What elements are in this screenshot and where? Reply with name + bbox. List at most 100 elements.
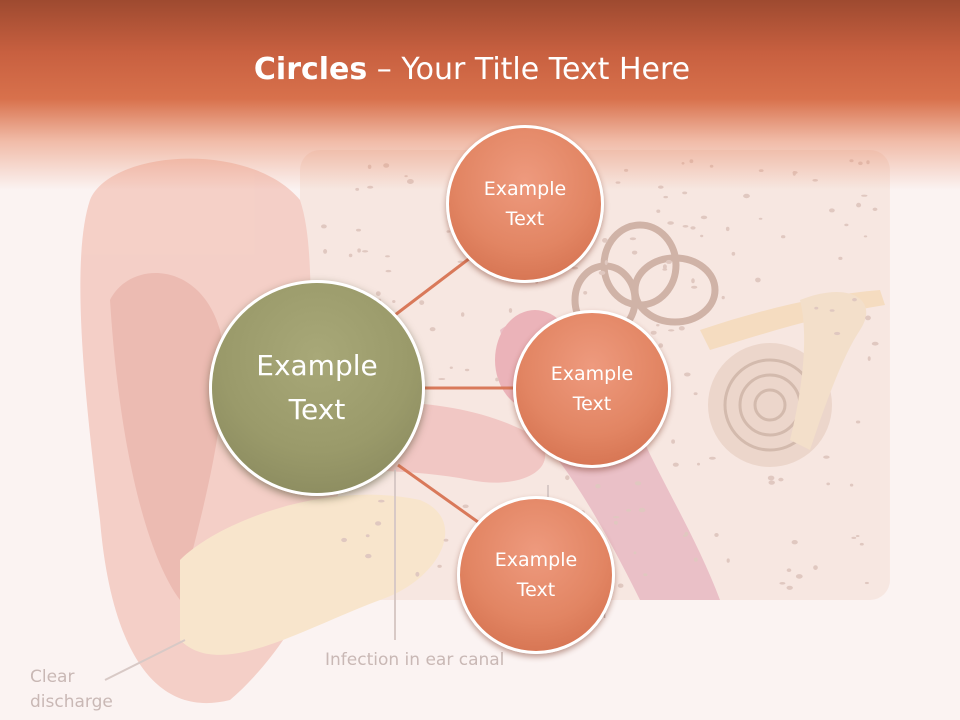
bone-pore-dot	[851, 536, 857, 540]
bone-pore-dot	[634, 481, 642, 486]
cochlea-ring-3	[753, 388, 787, 422]
bone-pore-dot	[437, 564, 442, 568]
bone-pore-dot	[656, 324, 660, 327]
bone-pore-dot	[323, 249, 328, 254]
bone-pore-dot	[700, 234, 704, 238]
bone-pore-dot	[357, 248, 361, 253]
bone-pore-dot	[852, 298, 857, 302]
bone-pore-dot	[829, 208, 835, 213]
bone-pore-dot	[714, 533, 719, 537]
bone-pore-dot	[867, 356, 871, 361]
bone-pore-dot	[758, 217, 763, 220]
bone-pore-dot	[631, 250, 638, 255]
bone-pore-dot	[385, 269, 392, 273]
bone-pore-dot	[814, 306, 819, 310]
bone-pore-dot	[872, 207, 878, 211]
bone-pore-dot	[662, 268, 668, 271]
bone-pore-dot	[786, 585, 793, 590]
bone-pore-dot	[726, 558, 730, 563]
bone-pore-dot	[375, 521, 382, 526]
bone-pore-dot	[690, 226, 696, 230]
bone-pore-dot	[415, 571, 420, 577]
caption-discharge-line1: Clear	[30, 667, 75, 687]
bone-pore-dot	[671, 439, 675, 444]
bone-pore-dot	[682, 534, 687, 537]
bone-pore-dot	[667, 221, 674, 225]
bone-pore-dot	[356, 228, 361, 232]
bone-pore-dot	[778, 477, 784, 482]
bone-pore-dot	[462, 504, 469, 509]
bone-pore-dot	[375, 291, 381, 296]
bone-pore-dot	[795, 574, 803, 579]
bone-pore-dot	[863, 235, 868, 238]
bone-pore-dot	[604, 260, 608, 266]
bone-pore-dot	[709, 456, 716, 460]
bone-pore-dot	[781, 235, 786, 239]
bone-pore-dot	[385, 255, 390, 258]
bone-pore-dot	[678, 326, 685, 331]
bone-pore-dot	[684, 372, 691, 377]
bone-pore-dot	[438, 378, 446, 380]
bone-pore-dot	[864, 581, 869, 585]
bone-pore-dot	[392, 300, 396, 303]
bone-pore-dot	[693, 557, 698, 562]
bone-pore-dot	[697, 462, 700, 466]
eustachian-tube	[790, 291, 867, 450]
bone-pore-dot	[672, 462, 679, 467]
bone-pore-dot	[691, 278, 695, 284]
caption-ear-canal: Infection in ear canal	[325, 650, 505, 670]
bone-pore-dot	[856, 202, 862, 208]
bone-pore-dot	[834, 331, 841, 336]
bone-pore-dot	[691, 285, 698, 289]
bone-pore-dot	[598, 270, 606, 275]
center-circle-label: Example Text	[256, 349, 378, 426]
bone-pore-dot	[849, 483, 854, 487]
bone-pore-dot	[613, 516, 620, 519]
bone-pore-dot	[595, 484, 601, 489]
bone-pore-dot	[662, 264, 667, 270]
bone-pore-dot	[583, 291, 588, 295]
bone-pore-dot	[617, 583, 624, 588]
bone-pore-dot	[658, 343, 664, 348]
bone-pore-dot	[855, 420, 861, 424]
bone-pore-dot	[725, 226, 730, 232]
title-bold: Circles	[253, 52, 368, 87]
bone-pore-dot	[682, 191, 688, 195]
bone-pore-dot	[571, 266, 579, 270]
slide-title: Circles – Your Title Text Here	[0, 52, 944, 87]
bone-pore-dot	[665, 259, 672, 264]
bone-pore-dot	[829, 309, 835, 312]
satellite-circle-middle: Example Text	[513, 310, 671, 468]
satellite-circle-label: Example Text	[550, 363, 634, 415]
bone-pore-dot	[650, 330, 657, 335]
bone-pore-dot	[643, 573, 648, 577]
bone-pore-dot	[791, 540, 798, 545]
inner-ear-fold	[110, 272, 224, 600]
satellite-circle-label: Example Text	[494, 549, 578, 601]
bone-pore-dot	[633, 551, 637, 555]
bone-pore-dot	[861, 194, 868, 197]
bone-pore-dot	[786, 568, 792, 572]
bone-pore-dot	[700, 215, 708, 220]
bone-pore-dot	[656, 209, 661, 213]
bone-pore-dot	[855, 535, 860, 537]
bone-pore-dot	[871, 341, 879, 346]
bone-pore-dot	[321, 224, 327, 229]
bone-pore-dot	[461, 312, 465, 317]
bone-pore-dot	[365, 534, 370, 538]
bone-pore-dot	[341, 537, 347, 543]
discharge-pointer-line	[104, 639, 186, 681]
bone-pore-dot	[457, 260, 464, 263]
bone-pore-dot	[823, 455, 830, 459]
bone-pore-dot	[693, 392, 698, 396]
bone-pore-dot	[508, 308, 513, 313]
bone-pore-dot	[826, 482, 830, 486]
bone-pore-dot	[565, 475, 570, 481]
caption-discharge-line2: discharge	[30, 692, 113, 712]
bone-pore-dot	[813, 565, 818, 570]
bone-pore-dot	[721, 295, 725, 300]
bone-pore-dot	[625, 509, 632, 512]
bone-pore-dot	[859, 542, 864, 546]
bone-pore-dot	[602, 238, 608, 243]
